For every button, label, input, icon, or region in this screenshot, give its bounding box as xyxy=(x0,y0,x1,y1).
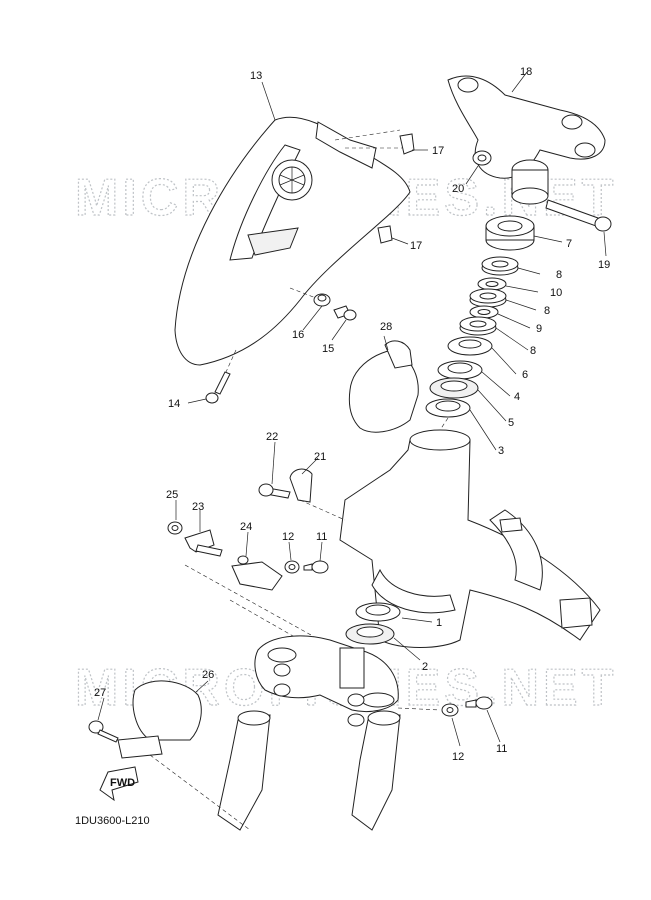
clamp-21-part xyxy=(289,468,313,503)
bolt-27-part xyxy=(88,720,119,743)
washer-10-part xyxy=(477,277,507,291)
callout-11-lower: 11 xyxy=(496,743,507,755)
screw-14-part xyxy=(205,371,231,404)
collar-12-lower-part xyxy=(441,703,459,717)
callout-18: 18 xyxy=(520,66,532,78)
dust-seal-6-part xyxy=(447,336,493,356)
fwd-label: FWD xyxy=(110,777,135,789)
nut-25-part xyxy=(167,521,183,535)
callout-12-lower: 12 xyxy=(452,751,464,763)
callout-11-upper: 11 xyxy=(316,531,327,543)
bracket-23-part xyxy=(184,529,223,557)
callout-8-middle: 8 xyxy=(544,305,550,317)
nut-8-lower-part xyxy=(459,316,497,336)
callout-17-upper: 17 xyxy=(432,145,444,157)
hose-guide-26-part xyxy=(117,680,202,759)
lower-bracket-part xyxy=(254,635,399,713)
bearing-race-4-part xyxy=(437,360,483,380)
callout-25: 25 xyxy=(166,489,178,501)
callout-24: 24 xyxy=(240,521,252,533)
bolt-11-upper-part xyxy=(303,560,329,574)
callout-15: 15 xyxy=(322,343,334,355)
callout-27: 27 xyxy=(94,687,106,699)
fork-tube-left-part xyxy=(217,710,271,831)
callout-20: 20 xyxy=(452,183,464,195)
callout-19: 19 xyxy=(598,259,610,271)
nut-8-upper-part xyxy=(481,256,519,276)
callout-labels: 13 17 17 16 15 14 18 20 19 7 8 10 8 9 8 … xyxy=(94,66,610,763)
callout-28: 28 xyxy=(380,321,392,333)
bracket-24-part xyxy=(231,555,283,591)
washer-9-part xyxy=(469,305,499,319)
clip-lower-part xyxy=(377,225,393,244)
callout-7: 7 xyxy=(566,238,572,250)
bearing-race-1-part xyxy=(355,602,401,622)
callout-23: 23 xyxy=(192,501,204,513)
callout-26: 26 xyxy=(202,669,214,681)
callout-12-upper: 12 xyxy=(282,531,294,543)
collar-part xyxy=(313,293,331,307)
clip-upper-part xyxy=(399,133,415,155)
callout-21: 21 xyxy=(314,451,326,463)
callout-14: 14 xyxy=(168,398,180,410)
front-cover-part xyxy=(174,116,411,366)
callout-10: 10 xyxy=(550,287,562,299)
leader-lines xyxy=(97,71,607,747)
callout-5: 5 xyxy=(508,417,514,429)
fork-tube-right-part xyxy=(351,710,401,831)
callout-3: 3 xyxy=(498,445,504,457)
forward-arrow-icon: FWD xyxy=(99,766,139,802)
washer-20-part xyxy=(472,150,492,166)
diagram-code: 1DU3600-L210 xyxy=(75,815,150,827)
callout-2: 2 xyxy=(422,661,428,673)
callout-16: 16 xyxy=(292,329,304,341)
screw-15-part xyxy=(333,305,357,321)
clamp-bolt-right-part xyxy=(347,693,365,727)
callout-22: 22 xyxy=(266,431,278,443)
callout-4: 4 xyxy=(514,391,520,403)
callout-8-upper: 8 xyxy=(556,269,562,281)
bolt-22-part xyxy=(258,483,291,499)
collar-12-upper-part xyxy=(284,560,300,574)
callout-9: 9 xyxy=(536,323,542,335)
callout-1: 1 xyxy=(436,617,442,629)
callout-8-lower: 8 xyxy=(530,345,536,357)
ball-race-2-part xyxy=(345,623,395,645)
clamp-bolt-left-part xyxy=(273,663,291,697)
bolt-11-lower-part xyxy=(465,696,493,710)
bearing-race-3-part xyxy=(425,398,471,418)
ball-race-5-part xyxy=(429,377,479,399)
callout-6: 6 xyxy=(522,369,528,381)
part-28 xyxy=(348,340,419,433)
ring-nut-7-part xyxy=(485,215,535,251)
callout-17-lower: 17 xyxy=(410,240,422,252)
bolt-19-part xyxy=(545,199,612,232)
nut-8-middle-part xyxy=(469,288,507,308)
callout-13: 13 xyxy=(250,70,262,82)
